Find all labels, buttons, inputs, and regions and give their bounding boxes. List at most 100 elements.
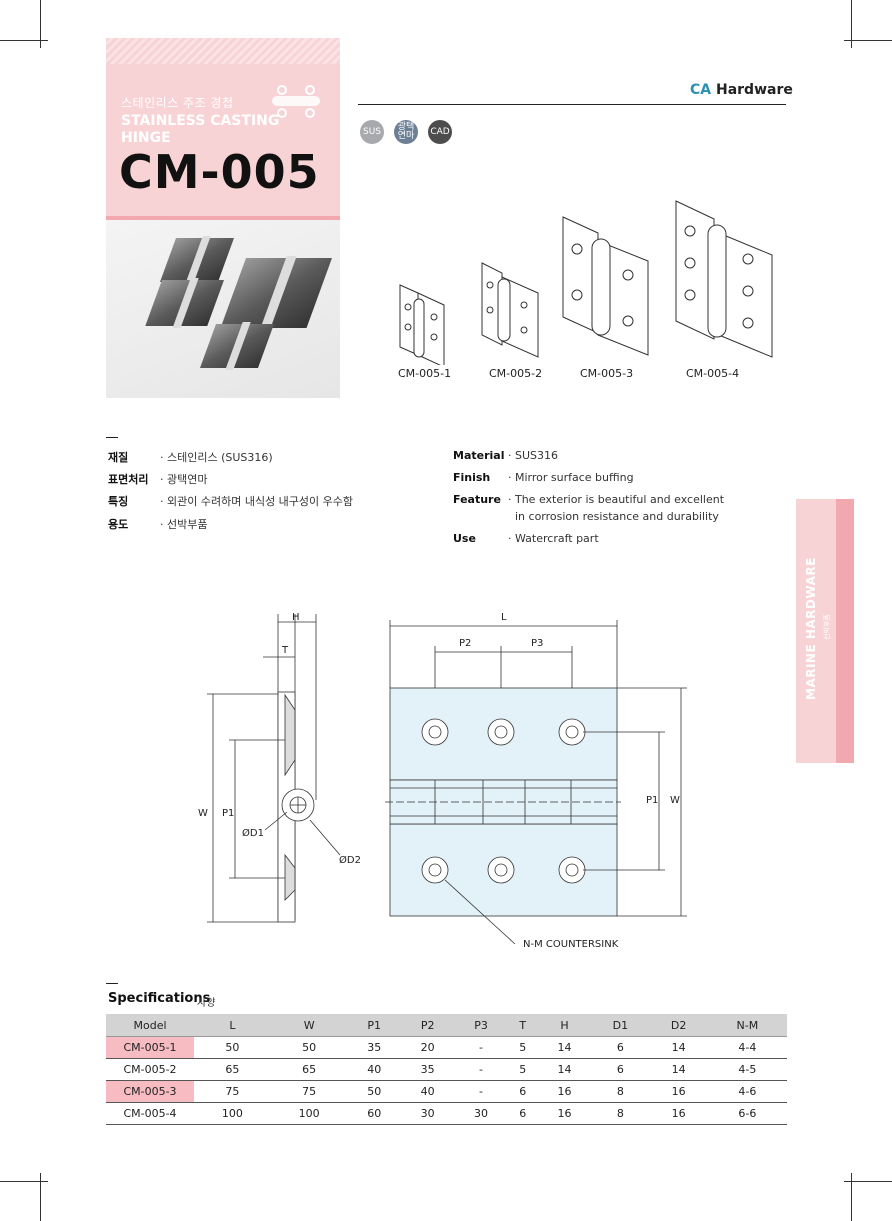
- product-photo: [106, 220, 340, 398]
- side-tab-subtitle: 선박부품: [823, 614, 831, 640]
- dim-label-p1: P1: [222, 808, 235, 819]
- dim-label-p2: P2: [459, 638, 472, 649]
- spec-key-kr: 재질: [108, 451, 129, 464]
- table-header: D1: [591, 1014, 650, 1037]
- table-header: N-M: [707, 1014, 787, 1037]
- header-stripes: [106, 38, 340, 64]
- spec-value-kr: · 스테인리스 (SUS316): [160, 451, 273, 464]
- table-cell: 6: [507, 1102, 538, 1125]
- header-panel: [106, 38, 340, 218]
- table-cell: 30: [454, 1102, 508, 1125]
- brand-logo: CA Hardware: [690, 82, 793, 98]
- table-cell: 5: [507, 1036, 538, 1059]
- table-header: W: [270, 1014, 348, 1037]
- table-cell: 6: [591, 1036, 650, 1059]
- english-title: STAINLESS CASTING HINGE: [121, 113, 280, 146]
- spec-value-kr: · 외관이 수려하며 내식성 내구성이 우수함: [160, 495, 354, 508]
- crop-mark: [0, 40, 48, 41]
- side-tab-title: MARINE HARDWARE: [804, 557, 818, 700]
- dim-label-d1: ØD1: [242, 828, 264, 839]
- table-header: P3: [454, 1014, 508, 1037]
- table-cell: 16: [537, 1080, 592, 1103]
- table-cell: -: [454, 1036, 508, 1059]
- table-cell: 14: [649, 1036, 708, 1059]
- table-cell: CM-005-4: [106, 1102, 194, 1125]
- spec-key-en: Finish: [453, 471, 491, 484]
- korean-title: 스테인리스 주조 경첩: [121, 96, 234, 110]
- table-cell: 75: [270, 1080, 348, 1103]
- spec-key-kr: 용도: [108, 518, 129, 531]
- hinge-photo-illustration: [145, 236, 332, 370]
- table-cell: 40: [347, 1058, 401, 1081]
- table-row: CM-005-4 100 100 60 30 30 6 16 8 16 6-6: [106, 1102, 787, 1125]
- section-dash: [106, 437, 118, 438]
- table-cell: 8: [591, 1080, 650, 1103]
- table-header: T: [507, 1014, 538, 1037]
- crop-mark: [40, 0, 41, 48]
- table-cell: 60: [347, 1102, 401, 1125]
- table-cell: 65: [270, 1058, 348, 1081]
- dim-label-h: H: [292, 612, 300, 623]
- spec-value-en-cont: in corrosion resistance and durability: [515, 510, 719, 523]
- variant-label: CM-005-4: [686, 367, 740, 380]
- cad-badge: CAD: [428, 120, 452, 144]
- table-cell: 14: [537, 1036, 592, 1059]
- table-cell: 6: [507, 1080, 538, 1103]
- hinge-icon: [272, 85, 320, 118]
- table-cell: 65: [194, 1058, 271, 1081]
- table-header: H: [537, 1014, 592, 1037]
- dim-label-p1-front: P1: [646, 795, 659, 806]
- table-cell: 40: [400, 1080, 455, 1103]
- spec-value-en: · SUS316: [508, 449, 559, 462]
- polish-badge: 광택연마: [394, 120, 418, 144]
- spec-key-kr: 표면처리: [108, 473, 149, 486]
- spec-key-en: Feature: [453, 493, 501, 506]
- table-header: D2: [649, 1014, 708, 1037]
- table-cell: 100: [194, 1102, 271, 1125]
- spec-key-kr: 특징: [108, 495, 129, 508]
- specifications-title-kr: 사양: [197, 998, 216, 1009]
- spec-value-en: · The exterior is beautiful and excellen…: [508, 493, 725, 506]
- variant-label: CM-005-1: [398, 367, 452, 380]
- table-cell: 4-4: [707, 1036, 787, 1059]
- table-header: Model: [106, 1014, 194, 1037]
- header-underline: [106, 216, 340, 220]
- dim-label-w-front: W: [670, 795, 680, 806]
- table-cell: CM-005-3: [106, 1080, 194, 1103]
- crop-mark: [851, 1173, 852, 1221]
- table-cell: 4-5: [707, 1058, 787, 1081]
- spec-value-en: · Mirror surface buffing: [508, 471, 634, 484]
- table-cell: 16: [537, 1102, 592, 1125]
- table-cell: 14: [537, 1058, 592, 1081]
- specifications-table: Model L W P1 P2 P3 T H D1 D2 N-M CM-005-…: [106, 1014, 787, 1125]
- table-cell: 30: [400, 1102, 455, 1125]
- crop-mark: [40, 1173, 41, 1221]
- dim-label-d2: ØD2: [339, 855, 361, 866]
- variant-label: CM-005-3: [580, 367, 634, 380]
- model-title: CM-005: [119, 145, 320, 199]
- variant-label: CM-005-2: [489, 367, 543, 380]
- table-cell: CM-005-1: [106, 1036, 194, 1059]
- specifications-title: Specifications: [108, 991, 211, 1006]
- table-row: CM-005-2 65 65 40 35 - 5 14 6 14 4-5: [106, 1058, 787, 1081]
- spec-key-en: Use: [453, 532, 476, 545]
- sus-badge: SUS: [360, 120, 384, 144]
- spec-value-kr: · 광택연마: [160, 473, 208, 486]
- table-cell: -: [454, 1080, 508, 1103]
- crop-mark: [844, 40, 892, 41]
- brand-mark: CA: [690, 82, 712, 98]
- table-header: L: [194, 1014, 271, 1037]
- table-cell: 8: [591, 1102, 650, 1125]
- variant-drawings: [399, 200, 773, 365]
- section-dash: [106, 983, 118, 984]
- table-cell: 16: [649, 1080, 708, 1103]
- crop-mark: [0, 1181, 48, 1182]
- table-cell: 6: [591, 1058, 650, 1081]
- table-cell: 50: [270, 1036, 348, 1059]
- table-cell: 14: [649, 1058, 708, 1081]
- dim-label-l: L: [501, 612, 507, 623]
- table-cell: 50: [347, 1080, 401, 1103]
- spec-key-en: Material: [453, 449, 505, 462]
- brand-name: Hardware: [715, 82, 793, 98]
- crop-mark: [851, 0, 852, 48]
